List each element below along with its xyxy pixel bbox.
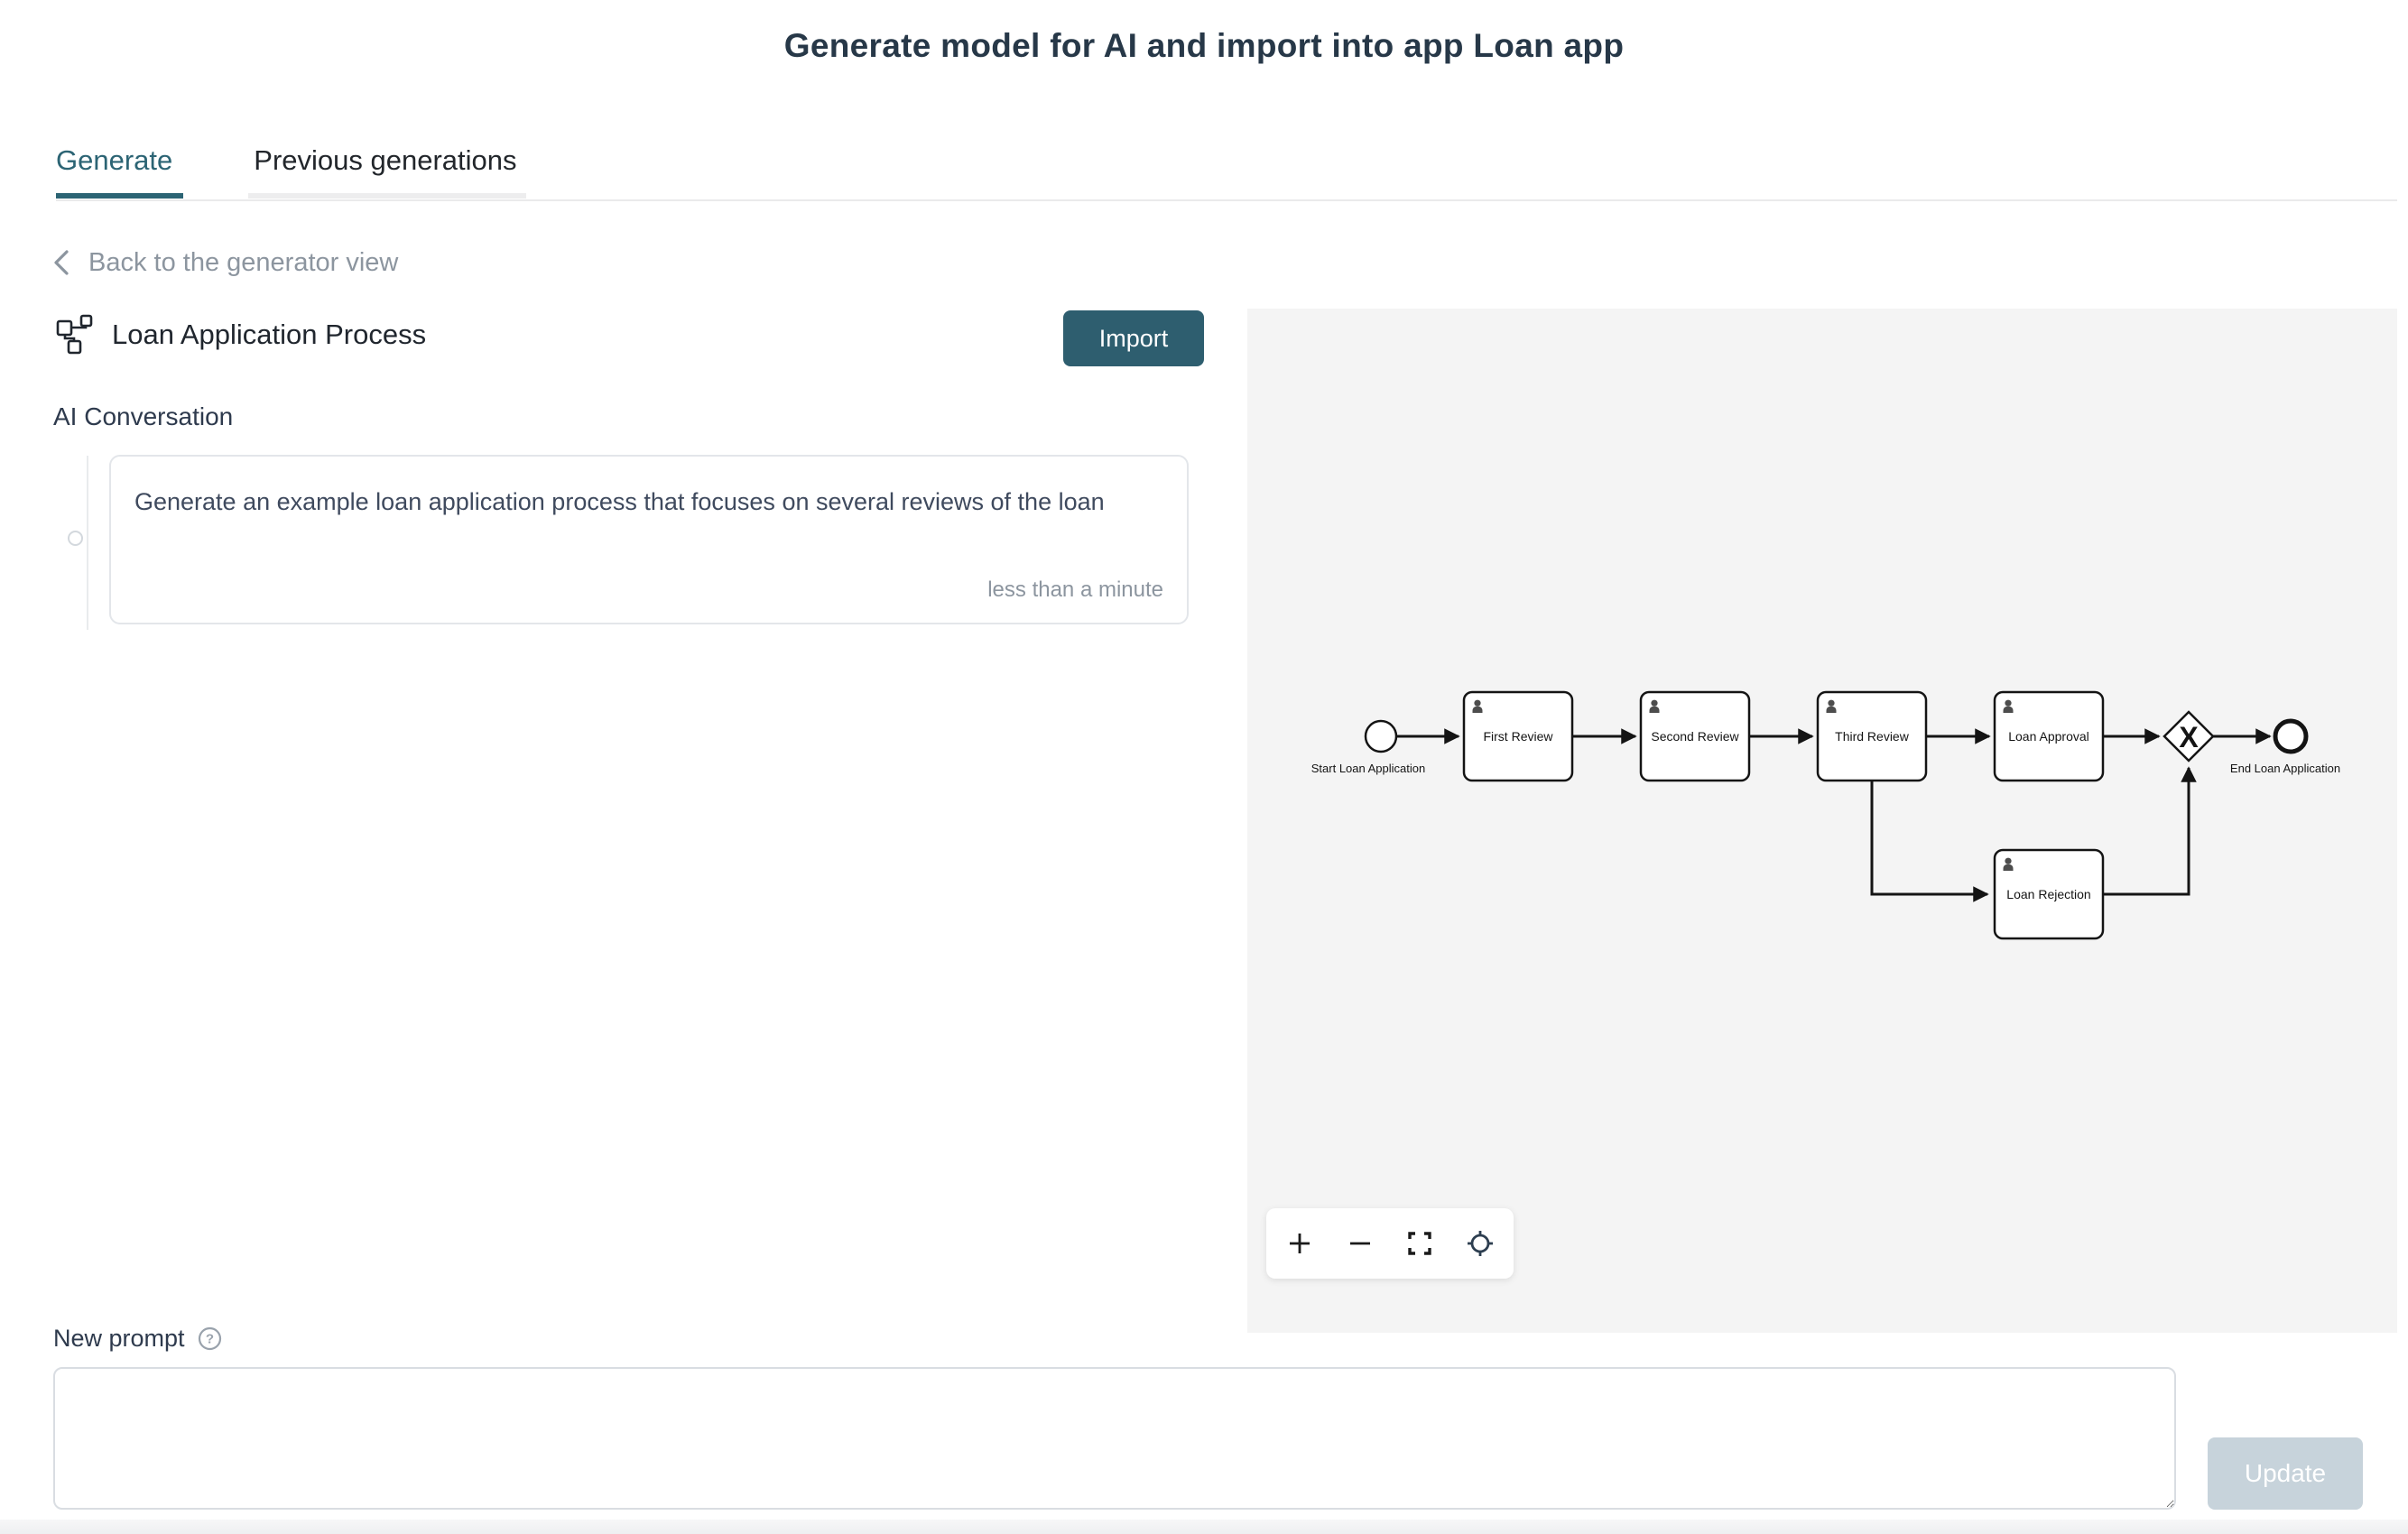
update-button[interactable]: Update	[2208, 1437, 2363, 1510]
conversation-timeline	[87, 456, 88, 630]
task-label: First Review	[1483, 729, 1553, 744]
svg-text:?: ?	[205, 1332, 213, 1347]
import-button[interactable]: Import	[1063, 310, 1204, 366]
new-prompt-label: New prompt	[53, 1325, 185, 1352]
zoom-out-button[interactable]	[1334, 1217, 1386, 1270]
tab-bar: Generate Previous generations	[56, 144, 526, 199]
crosshair-icon	[1467, 1231, 1493, 1256]
process-model-icon	[56, 314, 93, 355]
start-event-label: Start Loan Application	[1311, 762, 1425, 775]
model-name: Loan Application Process	[112, 319, 427, 350]
diagram-toolbar	[1266, 1208, 1514, 1279]
task-label: Loan Rejection	[2006, 887, 2090, 901]
user-icon	[1472, 699, 1483, 713]
task-label: Third Review	[1835, 729, 1910, 744]
conversation-step-marker	[68, 531, 83, 546]
task-label: Loan Approval	[2008, 729, 2089, 744]
conversation-message-card: Generate an example loan application pro…	[109, 455, 1189, 624]
user-icon	[2003, 699, 2014, 713]
new-prompt-header: New prompt ?	[53, 1325, 222, 1353]
help-icon[interactable]: ?	[198, 1326, 222, 1351]
user-icon	[1826, 699, 1837, 713]
bpmn-task-third-review[interactable]: Third Review	[1816, 690, 1928, 782]
minus-icon	[1349, 1242, 1370, 1245]
model-header: Loan Application Process	[56, 314, 426, 356]
fit-viewport-button[interactable]	[1394, 1217, 1446, 1270]
bpmn-task-loan-rejection[interactable]: Loan Rejection	[1993, 848, 2105, 940]
user-icon	[2003, 857, 2014, 871]
zoom-in-button[interactable]	[1273, 1217, 1326, 1270]
bpmn-diagram-panel[interactable]: Start Loan Application First Review Seco…	[1247, 309, 2397, 1333]
bpmn-task-first-review[interactable]: First Review	[1462, 690, 1574, 782]
gateway-x-label: X	[2179, 721, 2199, 753]
page-title: Generate model for AI and import into ap…	[783, 27, 1625, 64]
back-link-label: Back to the generator view	[88, 247, 399, 277]
ai-conversation-heading: AI Conversation	[53, 402, 234, 430]
chevron-left-icon	[54, 250, 69, 275]
bpmn-task-loan-approval[interactable]: Loan Approval	[1993, 690, 2105, 782]
end-event-label: End Loan Application	[2230, 762, 2340, 775]
bpmn-start-event[interactable]	[1364, 719, 1398, 753]
tab-previous-generations[interactable]: Previous generations	[248, 144, 526, 199]
message-timestamp: less than a minute	[987, 578, 1163, 602]
task-label: Second Review	[1651, 729, 1739, 744]
new-prompt-input[interactable]	[53, 1367, 2176, 1510]
fit-viewport-icon	[1408, 1232, 1431, 1255]
bpmn-task-second-review[interactable]: Second Review	[1639, 690, 1751, 782]
bpmn-end-event[interactable]	[2273, 718, 2309, 754]
bpmn-canvas[interactable]: Start Loan Application First Review Seco…	[1247, 309, 2397, 1333]
page-bottom-edge	[0, 1520, 2408, 1534]
message-text: Generate an example loan application pro…	[134, 488, 1105, 515]
user-icon	[1649, 699, 1660, 713]
sequence-flows	[1396, 728, 2272, 902]
tab-generate[interactable]: Generate	[56, 144, 184, 199]
plus-icon	[1290, 1234, 1311, 1253]
bpmn-exclusive-gateway[interactable]: X	[2163, 710, 2215, 762]
reset-viewport-button[interactable]	[1454, 1217, 1506, 1270]
back-link[interactable]: Back to the generator view	[51, 247, 398, 278]
tab-divider	[56, 199, 2397, 201]
